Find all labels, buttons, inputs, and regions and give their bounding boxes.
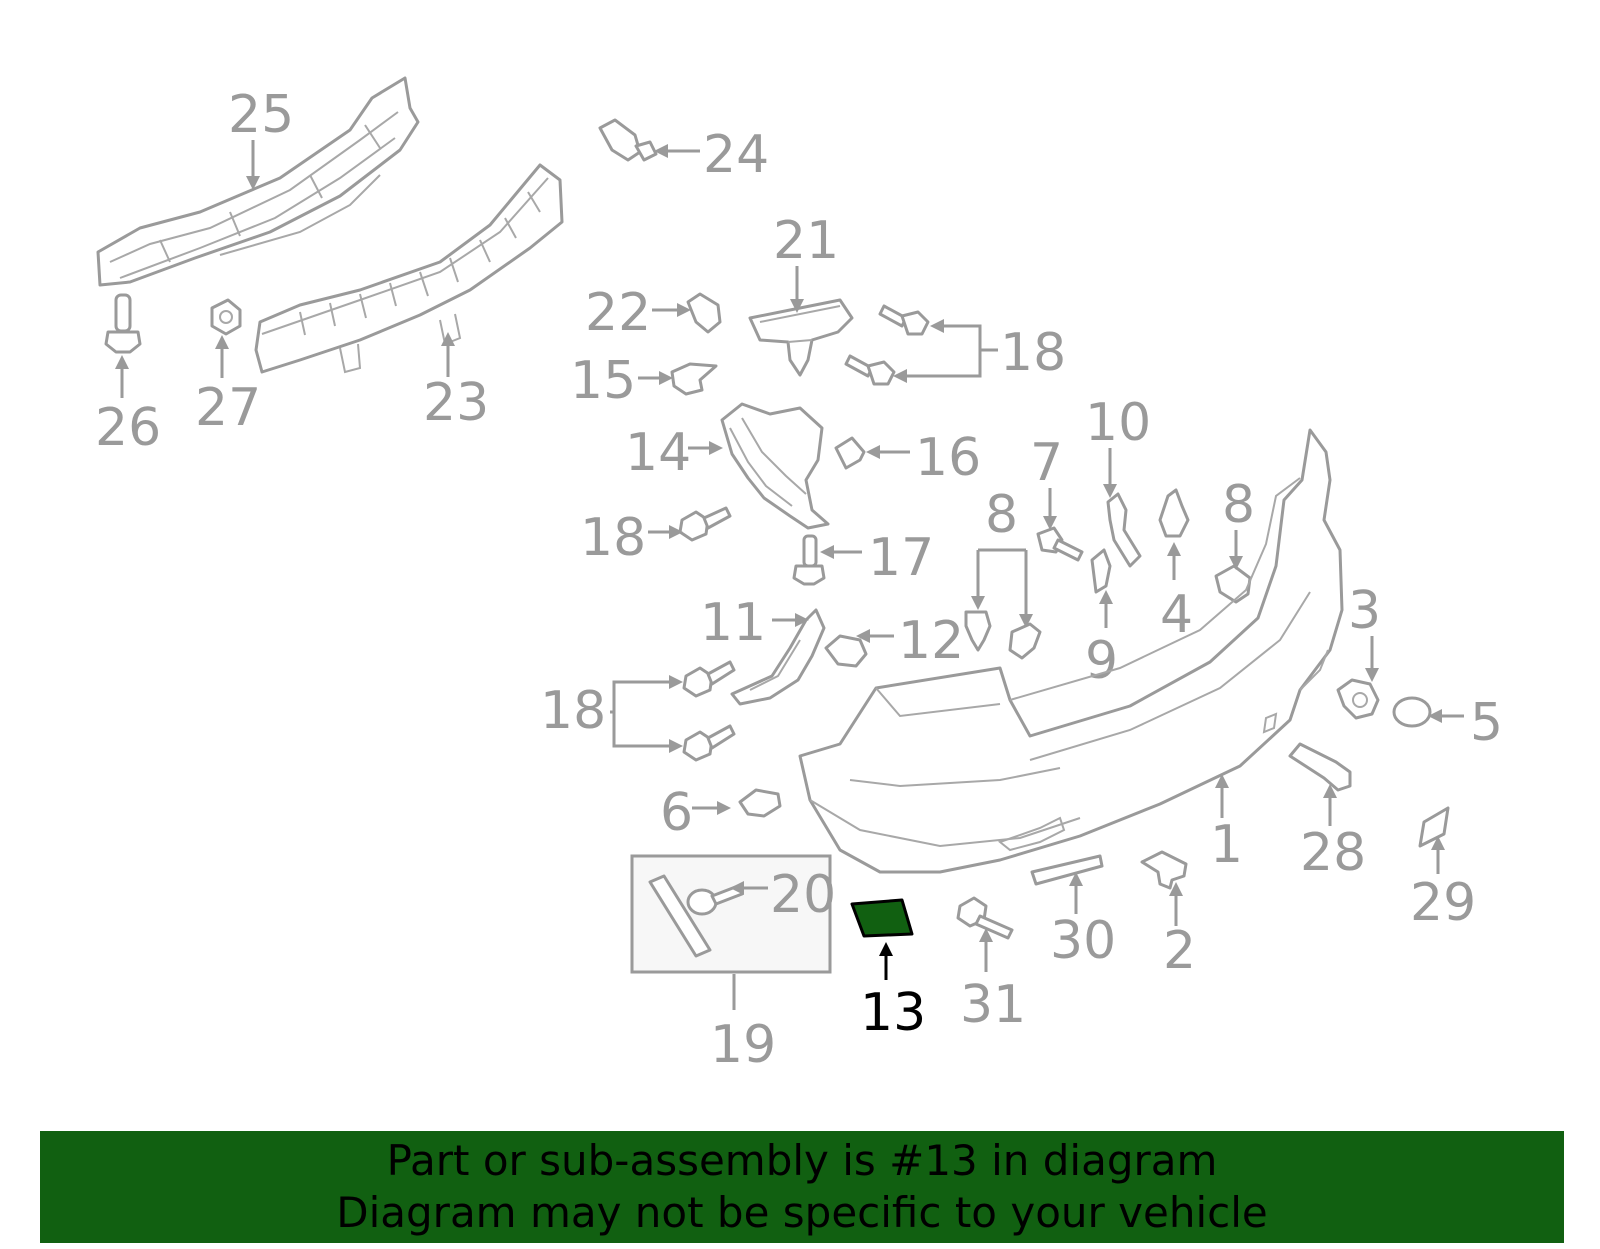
banner-line-1: Part or sub-assembly is #13 in diagram	[386, 1136, 1218, 1185]
callout-3: 3	[1348, 581, 1381, 641]
part-13-cover-highlighted[interactable]	[850, 898, 914, 938]
part-26-bolt[interactable]	[104, 293, 142, 354]
banner-line-2: Diagram may not be specific to your vehi…	[336, 1188, 1268, 1237]
part-28-bolt[interactable]	[1288, 742, 1352, 792]
callout-28: 28	[1300, 823, 1366, 883]
part-18-bolt-lower-b[interactable]	[682, 724, 736, 762]
callout-31: 31	[960, 975, 1026, 1035]
part-18-bolt-lower-a[interactable]	[682, 660, 736, 698]
callout-18-upper: 18	[1000, 323, 1066, 383]
callout-30: 30	[1050, 911, 1116, 971]
part-14-side-bracket[interactable]	[720, 402, 830, 530]
callout-23: 23	[423, 373, 489, 433]
part-5-ring[interactable]	[1392, 696, 1432, 728]
part-15-clip[interactable]	[670, 362, 718, 396]
part-18-bolt-upper-b[interactable]	[844, 354, 896, 386]
callout-26: 26	[95, 398, 161, 458]
callout-9: 9	[1085, 631, 1118, 691]
part-4-grommet[interactable]	[1214, 564, 1252, 604]
callout-17: 17	[868, 528, 934, 588]
callout-6: 6	[660, 783, 693, 843]
callout-24: 24	[703, 125, 769, 185]
callout-15: 15	[570, 351, 636, 411]
part-9-bracket[interactable]	[1090, 548, 1112, 594]
part-29-plate[interactable]	[1418, 806, 1450, 848]
part-30-strip[interactable]	[1030, 854, 1104, 886]
callout-7: 7	[1030, 433, 1063, 493]
part-7-bolt[interactable]	[1036, 526, 1084, 562]
part-19-kit[interactable]	[630, 854, 832, 974]
callout-27: 27	[195, 378, 261, 438]
part-10-strip[interactable]	[1106, 492, 1142, 568]
part-8-clip-a[interactable]	[964, 610, 992, 652]
part-8-clip-right[interactable]	[1158, 488, 1190, 538]
part-25-reinforcement[interactable]	[96, 76, 420, 287]
part-22-grommet[interactable]	[686, 292, 722, 334]
callout-11: 11	[700, 593, 766, 653]
callout-1: 1	[1210, 815, 1243, 875]
part-6-clip[interactable]	[738, 788, 782, 818]
callout-2: 2	[1163, 921, 1196, 981]
part-21-bracket[interactable]	[748, 298, 854, 377]
callout-20: 20	[770, 865, 836, 925]
info-banner: Part or sub-assembly is #13 in diagram D…	[40, 1131, 1564, 1243]
part-12-clip[interactable]	[824, 634, 868, 668]
part-17-bolt[interactable]	[792, 534, 826, 586]
part-1-bumper-cover[interactable]	[798, 428, 1344, 874]
callout-5: 5	[1470, 693, 1503, 753]
callout-25: 25	[228, 85, 294, 145]
callout-18-middle: 18	[580, 508, 646, 568]
part-24-clip[interactable]	[598, 118, 658, 162]
part-8-clip-b[interactable]	[1008, 622, 1042, 660]
part-11-bracket[interactable]	[730, 608, 826, 706]
callout-10: 10	[1085, 393, 1151, 453]
part-18-bolt-middle[interactable]	[678, 506, 732, 542]
part-3-grommet[interactable]	[1336, 678, 1380, 720]
callout-29: 29	[1410, 873, 1476, 933]
part-2-bracket[interactable]	[1140, 850, 1188, 890]
callout-22: 22	[585, 283, 651, 343]
part-31-bolt[interactable]	[956, 896, 1014, 940]
callout-13: 13	[860, 983, 926, 1043]
callout-12: 12	[898, 611, 964, 671]
part-16-clip-nut[interactable]	[834, 436, 866, 470]
part-18-bolt-upper-a[interactable]	[878, 304, 930, 336]
callout-18-lower: 18	[540, 681, 606, 741]
callout-4: 8	[1222, 475, 1255, 535]
callout-21: 21	[773, 211, 839, 271]
callout-16: 16	[915, 428, 981, 488]
callout-19: 19	[710, 1015, 776, 1075]
callout-8-left: 8	[985, 485, 1018, 545]
part-27-nut[interactable]	[210, 298, 242, 336]
callout-14: 14	[625, 423, 691, 483]
